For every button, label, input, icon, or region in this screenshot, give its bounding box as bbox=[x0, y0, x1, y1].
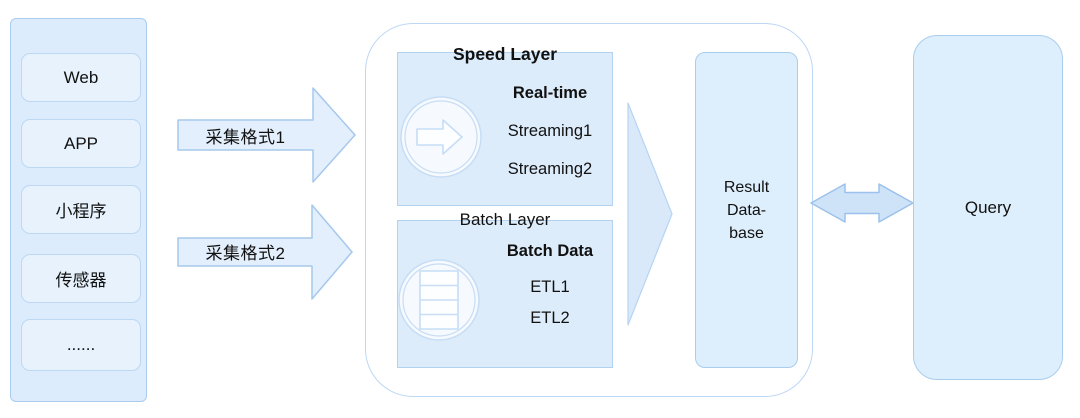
batch-layer-item-2: ETL2 bbox=[530, 309, 570, 327]
source-item-sensor: 传感器 bbox=[21, 254, 141, 303]
result-query-double-arrow bbox=[810, 183, 914, 223]
source-item-web: Web bbox=[21, 53, 141, 102]
batch-layer-heading: Batch Data bbox=[506, 242, 594, 260]
source-item-label: 小程序 bbox=[55, 202, 107, 221]
ingest-arrow-1-label: 采集格式1 bbox=[205, 127, 286, 147]
source-item-label: 传感器 bbox=[55, 271, 107, 290]
speed-layer-item-1: Streaming1 bbox=[507, 122, 593, 140]
arrow-right-icon bbox=[399, 95, 483, 179]
source-item-app: APP bbox=[21, 119, 141, 168]
result-database-label-line2: Data- bbox=[726, 201, 767, 219]
result-database-node: Result Data- base bbox=[695, 52, 798, 368]
speed-layer-heading: Real-time bbox=[512, 84, 588, 102]
database-icon bbox=[397, 258, 481, 342]
query-node: Query bbox=[913, 35, 1063, 380]
speed-layer-title: Speed Layer bbox=[452, 44, 558, 64]
source-item-miniprogram: 小程序 bbox=[21, 185, 141, 234]
batch-layer-item-1: ETL1 bbox=[530, 278, 570, 296]
batch-layer-title: Batch Layer bbox=[459, 210, 551, 229]
result-database-label-line3: base bbox=[729, 224, 764, 242]
ingest-arrow-2-label: 采集格式2 bbox=[205, 244, 286, 263]
source-item-label: APP bbox=[63, 133, 99, 153]
data-sources-panel: Web APP 小程序 传感器 ...... bbox=[10, 18, 147, 402]
source-item-more: ...... bbox=[21, 319, 141, 371]
source-item-label: ...... bbox=[66, 335, 96, 354]
result-database-label-line1: Result bbox=[723, 178, 770, 196]
query-label: Query bbox=[964, 197, 1012, 217]
speed-layer-item-2: Streaming2 bbox=[507, 160, 593, 178]
source-item-label: Web bbox=[63, 67, 99, 87]
